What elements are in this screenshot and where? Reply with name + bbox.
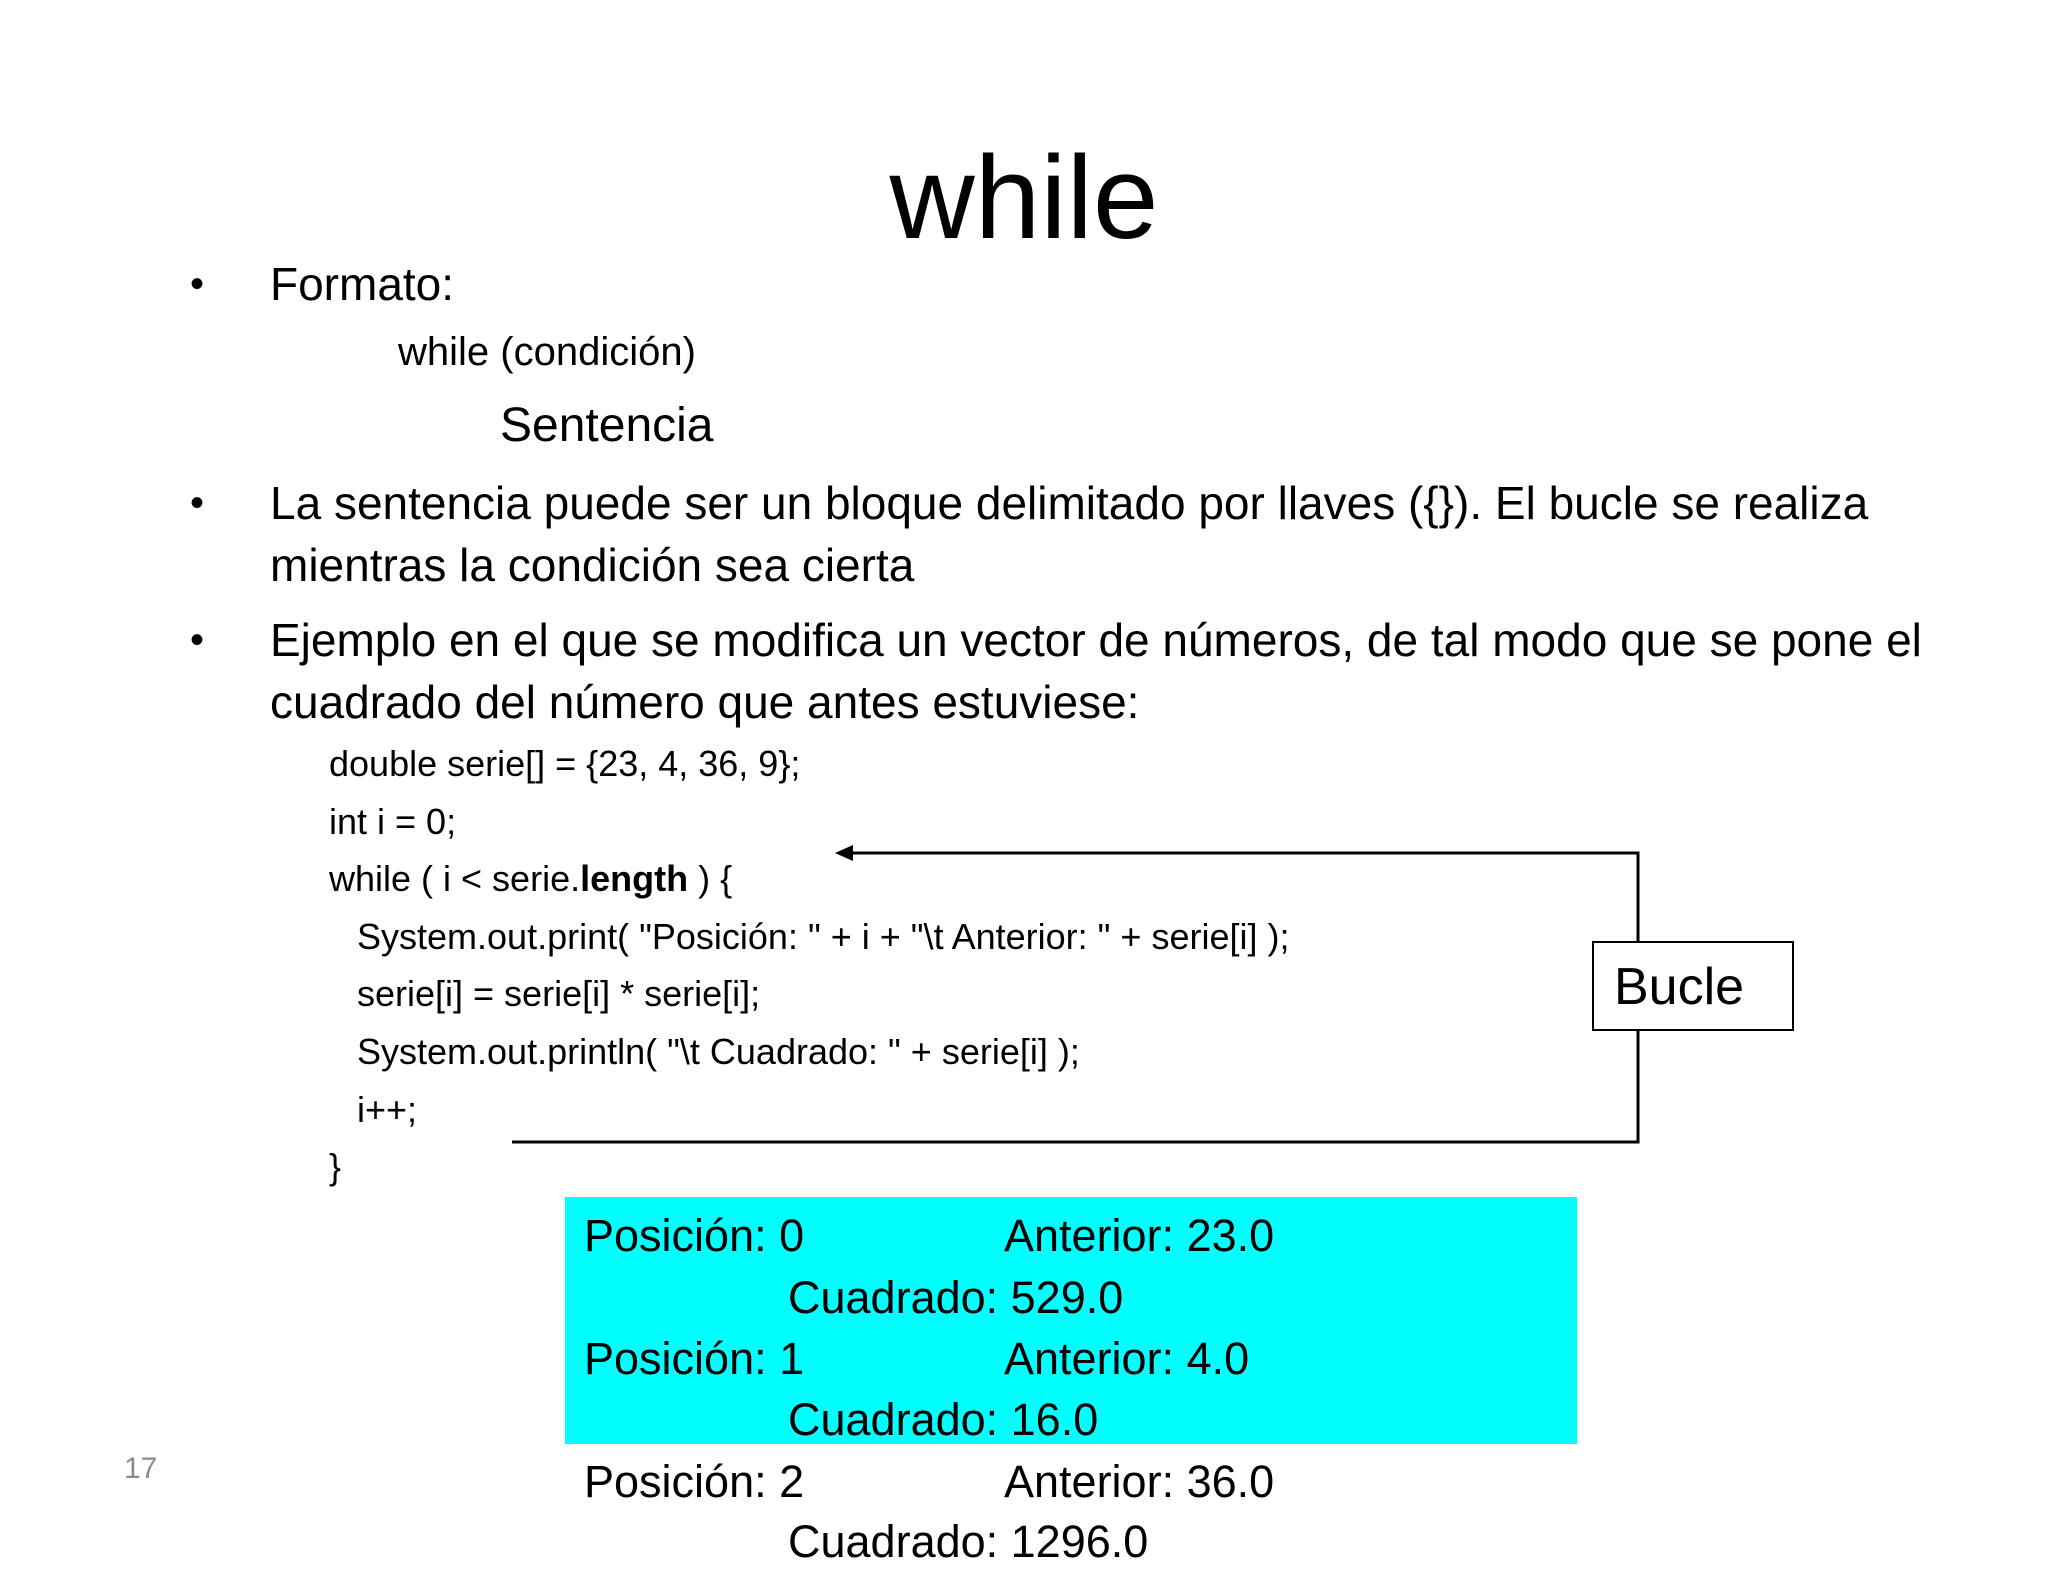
code-fragment: while ( i < serie. [329,858,581,899]
syntax-line: while (condición) [398,330,696,374]
code-line: i++; [357,1089,418,1130]
loop-arrow-lower-line [512,1030,1640,1144]
loop-label: Bucle [1614,958,1745,1016]
output-square: Cuadrado: 1296.0 [788,1516,1149,1567]
loop-arrow-head [835,845,853,861]
bullet-dot: • [190,262,205,306]
output-square: Cuadrado: 16.0 [788,1394,1099,1445]
output-position: Posición: 2 [584,1456,805,1507]
output-position: Posición: 1 [584,1333,805,1384]
output-box [565,1197,1577,1444]
bullet-dot: • [190,481,205,525]
code-keyword-length: length [580,858,689,899]
bullet-dot: • [190,618,205,662]
bullet3-line2: cuadrado del número que antes estuviese: [270,676,1140,728]
code-line: System.out.print( "Posición: " + i + "\t… [357,916,1290,957]
bullet3-line1: Ejemplo en el que se modifica un vector … [270,614,1922,666]
loop-label-box: Bucle [1592,941,1794,1031]
bullet2-line1: La sentencia puede ser un bloque delimit… [270,477,1869,529]
code-line: double serie[] = {23, 4, 36, 9}; [329,743,801,784]
output-previous: Anterior: 36.0 [1004,1456,1275,1507]
loop-arrow [512,845,1640,1144]
code-line: int i = 0; [329,801,457,842]
code-fragment: ) { [688,858,733,899]
format-label: Formato: [270,258,455,310]
loop-arrow-upper-line [852,851,1640,941]
code-line: serie[i] = serie[i] * serie[i]; [357,973,761,1014]
code-line: System.out.println( "\t Cuadrado: " + se… [357,1031,1080,1072]
output-previous: Anterior: 4.0 [1004,1333,1250,1384]
output-previous: Anterior: 23.0 [1004,1210,1275,1261]
slide-title: while [889,132,1159,264]
output-position: Posición: 0 [584,1210,805,1261]
bullet2-line2: mientras la condición sea cierta [270,539,915,591]
code-line: } [329,1146,342,1187]
code-line-while: while ( i < serie.length ) { [329,857,732,901]
statement-line: Sentencia [500,399,714,452]
page-number: 17 [124,1452,158,1485]
output-square: Cuadrado: 529.0 [788,1272,1124,1323]
